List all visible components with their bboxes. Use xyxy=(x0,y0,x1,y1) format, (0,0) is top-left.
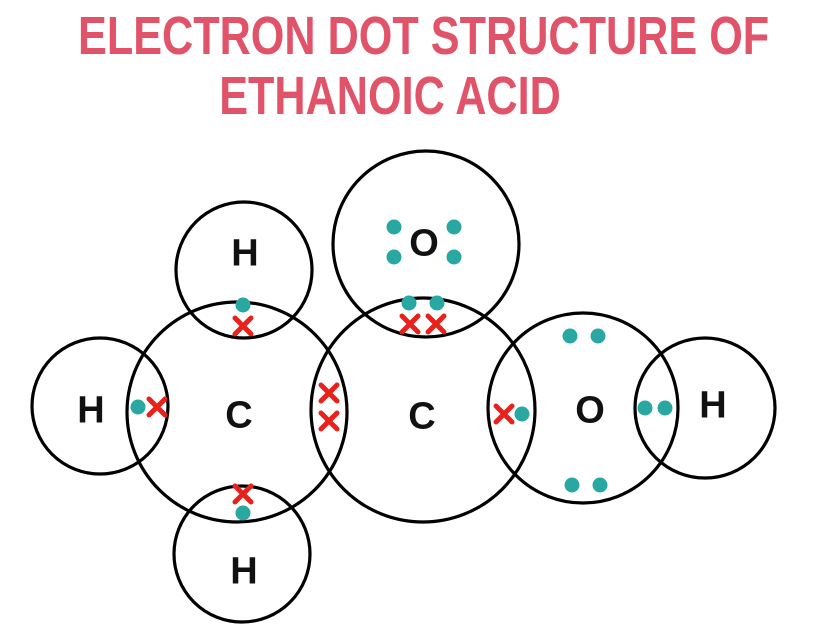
atom-label-h-left: H xyxy=(77,390,104,432)
electron-dot-bond-ccenter-oright xyxy=(514,406,530,422)
electron-dot-lone-pair-otop-right xyxy=(446,249,462,265)
atom-label-o-top: O xyxy=(409,223,439,265)
electron-dot-bond-oright-hright xyxy=(657,400,673,416)
electron-cross-bond-cleft-ccenter xyxy=(318,410,340,432)
atom-label-h-right: H xyxy=(699,385,726,427)
title-line-1: ELECTRON DOT STRUCTURE OF xyxy=(78,6,770,66)
atom-circle-o-top xyxy=(331,149,521,339)
electron-dot-lone-pair-otop-right xyxy=(446,219,462,235)
electron-dot-lone-pair-oright-top xyxy=(590,328,606,344)
electron-dot-bond-hbottom-cleft xyxy=(235,505,251,521)
atom-circle-c-center xyxy=(309,296,537,524)
atom-circle-o-right xyxy=(486,311,680,505)
page-title: ELECTRON DOT STRUCTURE OF ETHANOIC ACID xyxy=(0,6,780,126)
atom-label-c-center: C xyxy=(408,396,435,438)
electron-dot-lone-pair-oright-bottom xyxy=(564,477,580,493)
electron-dot-bond-ccenter-otop xyxy=(429,295,445,311)
electron-dot-bond-htop-cleft xyxy=(235,297,251,313)
electron-cross-bond-ccenter-oright xyxy=(493,403,515,425)
electron-dot-bond-hleft-cleft xyxy=(130,399,146,415)
electron-cross-bond-ccenter-otop xyxy=(425,313,447,335)
atom-label-h-bottom: H xyxy=(230,551,257,593)
atom-circle-h-top xyxy=(174,200,314,340)
electron-cross-bond-cleft-ccenter xyxy=(318,382,340,404)
electron-dot-lone-pair-otop-left xyxy=(386,219,402,235)
atom-circle-h-right xyxy=(633,336,777,480)
title-line-2: ETHANOIC ACID xyxy=(219,66,561,126)
electron-dot-bond-ccenter-otop xyxy=(401,295,417,311)
electron-dot-lone-pair-oright-bottom xyxy=(592,477,608,493)
atom-circle-h-left xyxy=(30,336,170,476)
electron-cross-bond-ccenter-otop xyxy=(399,313,421,335)
atom-circle-h-bottom xyxy=(172,484,312,624)
atom-label-c-left: C xyxy=(225,395,252,437)
electron-dot-lone-pair-otop-left xyxy=(386,249,402,265)
atom-label-h-top: H xyxy=(231,233,258,275)
electron-dot-lone-pair-oright-top xyxy=(562,328,578,344)
atom-label-o-right: O xyxy=(575,390,605,432)
electron-cross-bond-hbottom-cleft xyxy=(232,483,254,505)
electron-dot-bond-oright-hright xyxy=(637,400,653,416)
electron-cross-bond-htop-cleft xyxy=(232,315,254,337)
electron-cross-bond-hleft-cleft xyxy=(146,396,168,418)
